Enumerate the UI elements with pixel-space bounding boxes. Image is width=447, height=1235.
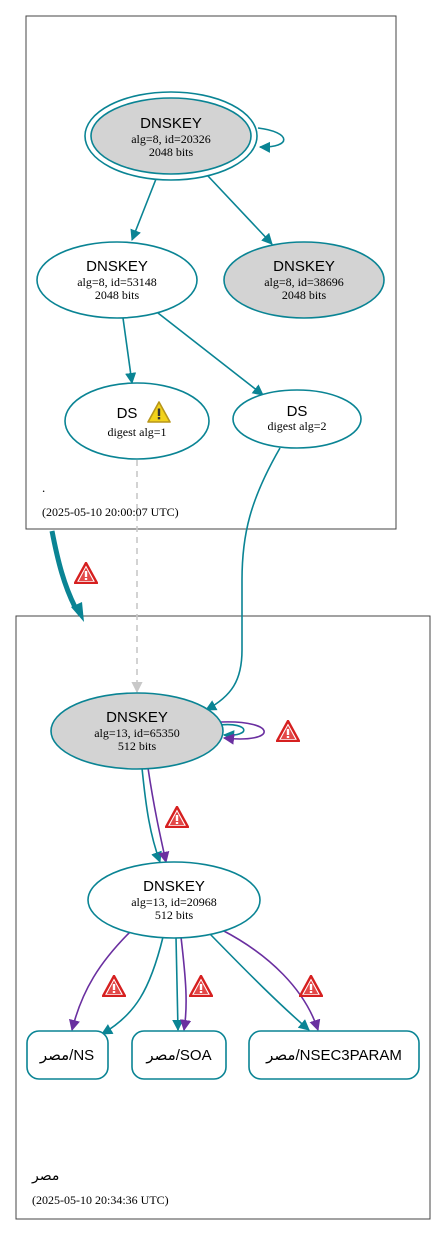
node-root-zsk2-alg: alg=8, id=38696 xyxy=(264,275,344,289)
node-ds1-digest: digest alg=1 xyxy=(107,425,166,439)
delegation-arrowhead xyxy=(71,602,84,622)
edge-root-ksk-self xyxy=(257,127,285,153)
edge-eg-zsk-to-ns xyxy=(69,931,131,1032)
node-ds2-digest: digest alg=2 xyxy=(267,419,326,433)
node-root-ksk[interactable]: DNSKEY alg=8, id=20326 2048 bits xyxy=(84,91,258,181)
edge-root-ksk-to-zsk1 xyxy=(130,178,157,242)
edge-eg-zsk-to-nsec3param-teal xyxy=(209,933,310,1031)
node-ds1-title: DS xyxy=(117,405,138,422)
node-eg-ksk[interactable]: DNSKEY alg=13, id=65350 512 bits xyxy=(50,692,224,770)
node-root-zsk1-bits: 2048 bits xyxy=(95,288,140,302)
soa-warning-icon xyxy=(189,975,213,997)
zone-root-timestamp: (2025-05-10 20:00:07 UTC) xyxy=(42,505,179,519)
delegation-edge xyxy=(49,530,78,609)
node-root-ksk-bits: 2048 bits xyxy=(149,145,194,159)
node-eg-zsk-alg: alg=13, id=20968 xyxy=(131,895,217,909)
node-ds1[interactable]: DS digest alg=1 xyxy=(64,382,210,460)
zone-eg-name: مصر xyxy=(31,1167,59,1184)
node-rr-soa-label: مصر/SOA xyxy=(145,1047,211,1064)
zone-root-name: . xyxy=(42,480,45,495)
node-rr-nsec3param[interactable]: مصر/NSEC3PARAM xyxy=(248,1030,420,1080)
zone-eg-timestamp: (2025-05-10 20:34:36 UTC) xyxy=(32,1193,169,1207)
node-eg-ksk-bits: 512 bits xyxy=(118,739,157,753)
edge-zsk1-to-ds1 xyxy=(122,317,137,385)
zone-cluster-root xyxy=(25,15,397,530)
edge-eg-zsk-to-nsec3param-purple xyxy=(221,929,321,1032)
node-eg-zsk[interactable]: DNSKEY alg=13, id=20968 512 bits xyxy=(87,861,261,939)
node-root-ksk-title: DNSKEY xyxy=(140,115,202,132)
edge-eg-zsk-to-soa-purple xyxy=(180,936,192,1032)
eg-ksk-self-warning-icon xyxy=(276,720,300,742)
node-eg-zsk-bits: 512 bits xyxy=(155,908,194,922)
nsec3param-warning-icon xyxy=(299,975,323,997)
eg-zsk-warning-icon xyxy=(165,806,189,828)
edge-eg-ksk-to-zsk-teal xyxy=(141,767,162,864)
edge-eg-zsk-to-ns-teal xyxy=(101,936,164,1035)
node-root-zsk2-bits: 2048 bits xyxy=(282,288,327,302)
edge-zsk1-to-ds2 xyxy=(157,312,264,396)
delegation-warning-icon xyxy=(74,562,98,584)
node-eg-ksk-alg: alg=13, id=65350 xyxy=(94,726,180,740)
node-root-zsk2-title: DNSKEY xyxy=(273,258,335,275)
node-root-zsk1-alg: alg=8, id=53148 xyxy=(77,275,157,289)
node-rr-nsec3param-label: مصر/NSEC3PARAM xyxy=(265,1047,402,1064)
edge-ds2-to-eg-ksk xyxy=(205,447,281,711)
edge-eg-ksk-to-zsk-purple xyxy=(147,767,170,864)
node-rr-soa[interactable]: مصر/SOA xyxy=(131,1030,227,1080)
node-root-zsk1-title: DNSKEY xyxy=(86,258,148,275)
node-root-zsk2[interactable]: DNSKEY alg=8, id=38696 2048 bits xyxy=(223,241,385,319)
node-ds2[interactable]: DS digest alg=2 xyxy=(232,389,362,449)
edge-eg-zsk-to-soa-teal xyxy=(172,936,184,1032)
node-rr-ns-label: مصر/NS xyxy=(39,1047,94,1064)
zone-cluster-eg xyxy=(15,615,431,1220)
ns-warning-icon xyxy=(102,975,126,997)
node-root-ksk-alg: alg=8, id=20326 xyxy=(131,132,211,146)
node-rr-ns[interactable]: مصر/NS xyxy=(26,1030,109,1080)
node-root-zsk1[interactable]: DNSKEY alg=8, id=53148 2048 bits xyxy=(36,241,198,319)
node-eg-zsk-title: DNSKEY xyxy=(143,878,205,895)
node-ds2-title: DS xyxy=(287,403,308,420)
edge-root-ksk-to-zsk2 xyxy=(207,175,273,245)
node-eg-ksk-title: DNSKEY xyxy=(106,709,168,726)
edge-eg-ksk-self-purple xyxy=(220,721,265,745)
